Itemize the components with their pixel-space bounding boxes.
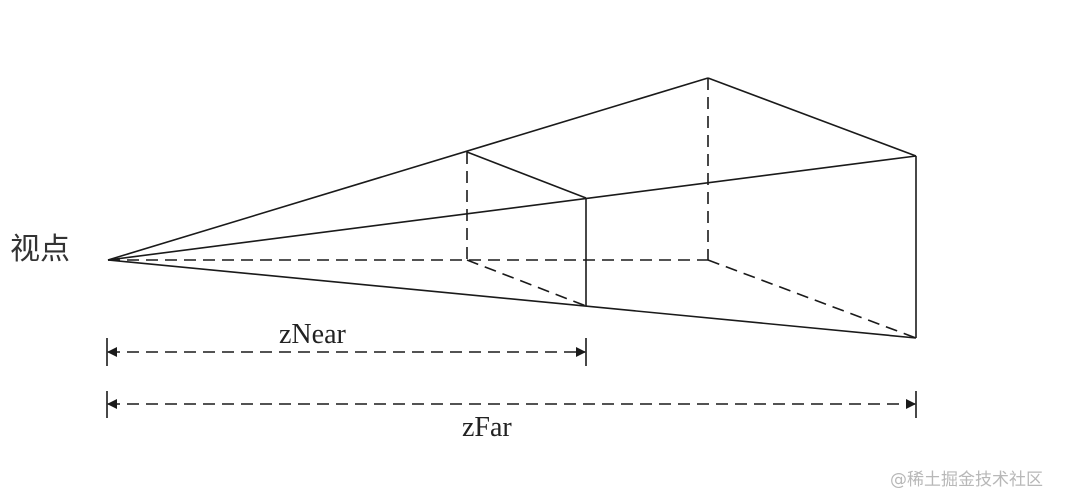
near-plane-top-edge	[466, 151, 587, 199]
znear-label: zNear	[279, 319, 346, 350]
ray-bottom	[107, 259, 917, 339]
zfar-label: zFar	[462, 412, 512, 443]
far-plane-bottom-edge-hidden	[707, 259, 917, 339]
viewpoint-label: 视点	[10, 232, 70, 267]
ray-top	[107, 77, 709, 261]
ray-upper-right	[107, 155, 917, 261]
near-plane-bottom-edge-hidden	[466, 259, 587, 307]
far-plane-top-edge	[707, 77, 917, 157]
watermark: @稀土掘金技术社区	[890, 470, 1043, 490]
